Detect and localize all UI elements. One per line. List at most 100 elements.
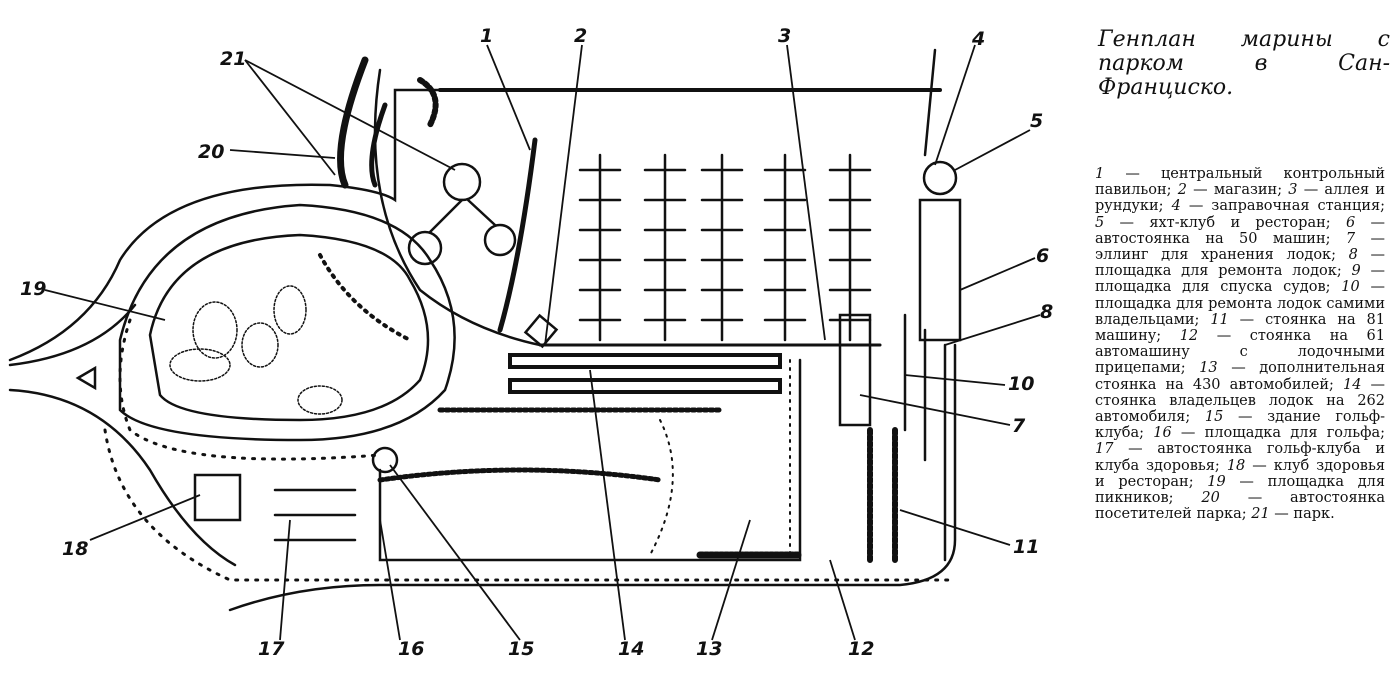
legend-item-number: 12 (1179, 328, 1199, 345)
callout-21: 21 (220, 48, 246, 70)
callout-15: 15 (508, 638, 534, 660)
legend-item: 12 — стоянка на 61 автомашину с лодочным… (1095, 328, 1385, 377)
legend-item-number: 1 (1095, 166, 1105, 182)
legend-item-text: эллинг для хранения лодок; (1095, 247, 1337, 264)
legend-item: 3 — аллея и рундуки; (1095, 182, 1386, 215)
entry-road-lower (8, 388, 237, 567)
legend-item-text: дополнительная стоянка на 430 автомобиле… (1095, 360, 1386, 393)
legend-item: 8 — площадка для ремонта лодок; (1095, 247, 1385, 280)
legend-item-number: 5 (1095, 214, 1105, 231)
callout-16: 16 (398, 638, 424, 660)
site-plan-drawing: 1 2 3 4 5 6 7 8 10 11 12 13 14 15 16 17 … (8, 25, 1053, 660)
legend-item-number: 2 (1177, 182, 1187, 199)
golf-club (371, 446, 399, 474)
legend-item-number: 4 (1171, 198, 1181, 215)
callout-14: 14 (618, 638, 644, 660)
callout-20: 20 (198, 141, 224, 163)
legend-item: 10 — площадка для ремонта лодок самими в… (1095, 279, 1386, 328)
legend-item-text: магазин; (1213, 182, 1283, 199)
legend-item: 20 — автостоянка посетителей парка; (1095, 490, 1385, 523)
legend-item: 9 — площадка для спуска судов; (1095, 263, 1386, 296)
legend-item-text: заправочная станция; (1211, 198, 1386, 215)
legend-item-text: автостоянка посетителей парка; (1095, 490, 1385, 523)
legend-item-number: 3 (1288, 182, 1298, 199)
legend-item: 5 — яхт-клуб и ресторан; (1095, 214, 1331, 231)
callout-18: 18 (62, 538, 88, 560)
dock-1 (578, 153, 622, 342)
legend-item-number: 18 (1226, 457, 1246, 474)
park-loop-road (118, 203, 456, 442)
callout-11: 11 (1013, 536, 1039, 558)
legend-item-text: аллея и рундуки; (1095, 182, 1386, 215)
callout-13: 13 (696, 638, 722, 660)
callout-2: 2 (574, 25, 587, 47)
legend-item: 13 — дополнительная стоянка на 430 автом… (1095, 360, 1386, 393)
legend-item-text: площадка для спуска судов; (1095, 279, 1331, 296)
legend-item: 2 — магазин; (1177, 182, 1283, 199)
legend-item-number: 11 (1210, 311, 1229, 328)
legend-item-text: центральный контрольный павильон; (1095, 166, 1385, 199)
legend-item-number: 20 (1201, 490, 1220, 507)
triangle-marker (75, 365, 97, 391)
park-arc (337, 56, 369, 189)
gas-pier (923, 48, 937, 157)
site-boundary (8, 88, 942, 362)
parking-13-row (377, 467, 663, 483)
callout-4: 4 (971, 28, 985, 50)
dock-4 (763, 153, 807, 342)
legend-item-text: площадка для пикников; (1095, 473, 1385, 507)
health-club-18 (193, 473, 242, 522)
legend-item: 11 — стоянка на 81 машину; (1095, 311, 1385, 345)
boathouse-7 (838, 313, 872, 427)
legend: 1 — центральный контрольный павильон; 2 … (1095, 166, 1385, 522)
parking-11-rows (867, 427, 898, 563)
legend-item: 1 — центральный контрольный павильон; (1095, 166, 1385, 199)
callout-3: 3 (778, 25, 791, 47)
figure-title: Генплан марины с парком в Сан-Франциско. (1098, 27, 1390, 100)
legend-item: 21 — парк. (1251, 506, 1335, 523)
legend-item: 15 — здание гольф-клуба; (1095, 409, 1385, 442)
legend-item-number: 17 (1095, 441, 1114, 458)
legend-item-number: 19 (1207, 473, 1226, 490)
legend-item: 17 — автостоянка гольф-клуба и клуба здо… (1095, 441, 1385, 474)
callout-8: 8 (1040, 301, 1053, 323)
legend-item-number: 7 (1345, 230, 1356, 247)
south-boundary (228, 343, 957, 612)
parking-6 (918, 198, 962, 342)
legend-item-number: 15 (1204, 409, 1224, 426)
legend-item-number: 14 (1342, 376, 1362, 393)
legend-item: 7 — эллинг для хранения лодок; (1095, 230, 1386, 264)
legend-item-text: автостоянка на 50 машин; (1095, 230, 1331, 247)
parking-14 (508, 353, 782, 369)
legend-item-text: автостоянка гольф-клуба и клуба здоровья… (1095, 441, 1385, 474)
legend-item-number: 21 (1251, 506, 1270, 523)
legend-item-text: площадка для ремонта лодок; (1095, 263, 1342, 280)
legend-item-number: 13 (1199, 360, 1218, 377)
dock-2 (643, 153, 687, 342)
legend-item-number: 6 (1345, 214, 1356, 231)
legend-item: 14 — стоянка владельцев лодок на 262 авт… (1095, 376, 1386, 426)
legend-item-text: стоянка владельцев лодок на 262 автомоби… (1095, 392, 1385, 426)
legend-item-text: стоянка на 81 машину; (1095, 311, 1385, 345)
legend-item-number: 9 (1351, 263, 1361, 280)
callout-7: 7 (1012, 415, 1026, 437)
dock-3 (700, 153, 744, 342)
legend-item-text: площадка для гольфа; (1204, 425, 1386, 442)
callout-6: 6 (1036, 245, 1049, 267)
callout-19: 19 (20, 278, 46, 300)
entry-road-upper (8, 303, 137, 367)
legend-item-number: 8 (1348, 247, 1358, 264)
callout-5: 5 (1030, 110, 1043, 132)
legend-item-text: здание гольф-клуба; (1095, 409, 1385, 442)
callout-17: 17 (258, 638, 285, 660)
legend-item-number: 16 (1153, 425, 1172, 442)
legend-item: 19 — площадка для пикников; (1095, 473, 1385, 507)
legend-item-text: парк. (1293, 506, 1335, 523)
callout-10: 10 (1008, 373, 1034, 395)
dock-5 (828, 153, 872, 342)
legend-item-text: площадка для ремонта лодок самими владел… (1095, 295, 1385, 328)
legend-item-text: стоянка на 61 автомашину с лодочными при… (1095, 328, 1385, 377)
legend-item: 4 — заправочная станция; (1171, 198, 1386, 215)
legend-item-text: клуб здоровья и ресторан; (1095, 457, 1386, 490)
legend-item-number: 10 (1341, 279, 1360, 296)
